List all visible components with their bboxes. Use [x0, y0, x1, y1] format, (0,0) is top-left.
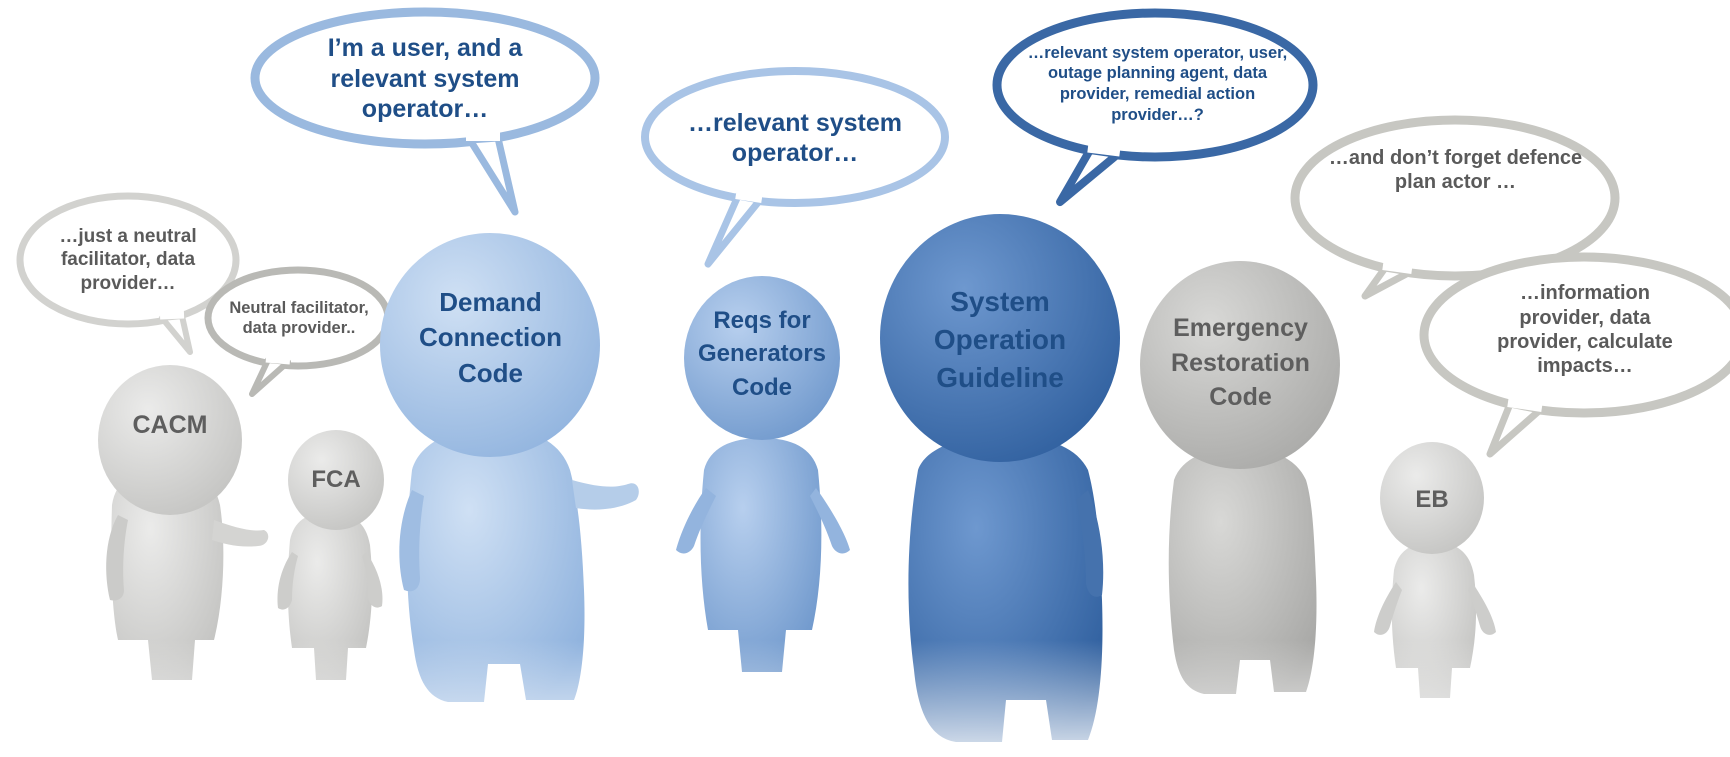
- head-sog: [880, 214, 1120, 462]
- bubble-rfg: [641, 67, 949, 268]
- figure-label-rfg: Reqs for Generators Code: [697, 307, 827, 401]
- figure-fca: [277, 430, 384, 680]
- figure-dcc: [380, 233, 639, 702]
- figure-label-sog: System Operation Guideline: [933, 285, 1067, 394]
- figure-label-erc: Emergency Restoration Code: [1171, 314, 1310, 412]
- bubble-text-erc: …and don’t forget defence plan actor …: [1328, 146, 1583, 193]
- figure-erc: [1140, 261, 1340, 694]
- bubble-sog: [992, 8, 1318, 206]
- bubble-text-fca: Neutral facilitator, data provider..: [229, 298, 369, 337]
- figure-label-cacm: CACM: [132, 410, 208, 439]
- bubble-eb: [1419, 252, 1730, 458]
- head-cacm: [98, 365, 242, 515]
- head-fca: [288, 430, 384, 530]
- bubble-text-eb: …information provider, data provider, ca…: [1497, 282, 1673, 378]
- bubble-text-cacm: …just a neutral facilitator, data provid…: [59, 226, 197, 294]
- bubble-dcc: [250, 7, 600, 216]
- head-erc: [1140, 261, 1340, 469]
- bubble-text-dcc: I’m a user, and a relevant system operat…: [327, 34, 523, 124]
- figure-cacm: [98, 365, 269, 680]
- bubble-cacm: [16, 192, 240, 355]
- head-dcc: [380, 233, 600, 457]
- bubble-erc: [1290, 115, 1620, 300]
- figure-rfg: [676, 276, 850, 672]
- figure-label-fca: FCA: [311, 466, 361, 494]
- head-eb: [1380, 442, 1484, 554]
- bubble-text-rfg: …relevant system operator…: [687, 108, 902, 168]
- figure-label-dcc: Demand Connection Code: [419, 287, 562, 388]
- figure-label-eb: EB: [1415, 486, 1449, 514]
- head-rfg: [684, 276, 840, 440]
- bubble-text-sog: …relevant system operator, user, outage …: [1027, 43, 1288, 124]
